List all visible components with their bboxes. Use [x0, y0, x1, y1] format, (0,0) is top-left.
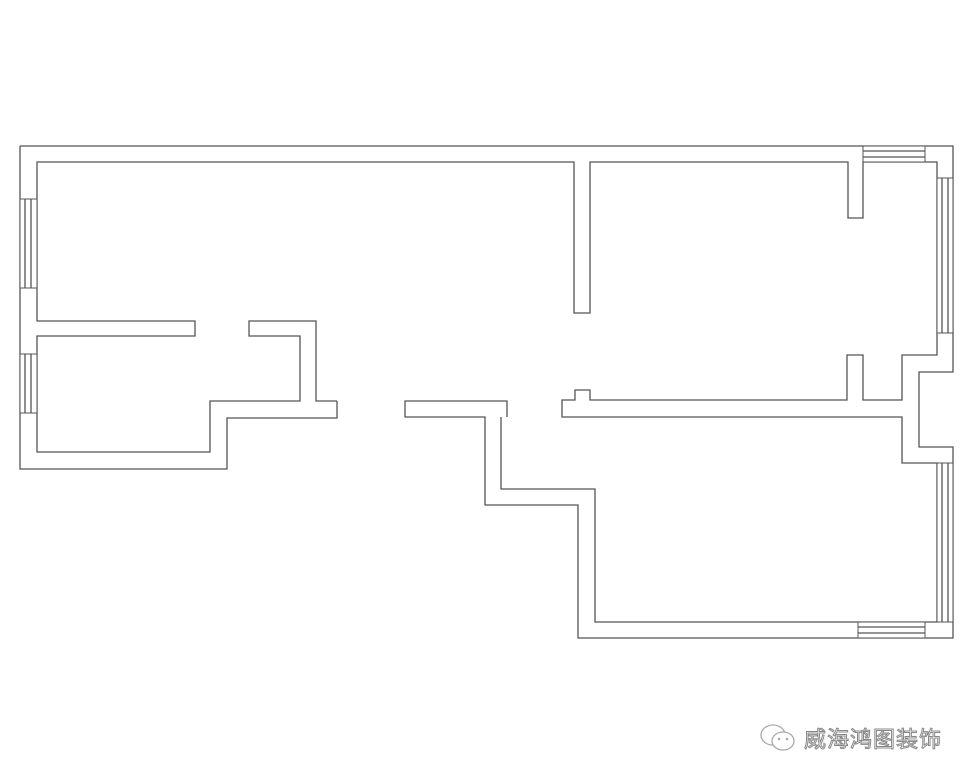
watermark: 威海鸿图装饰 — [758, 722, 942, 754]
window-bottom — [857, 621, 926, 639]
outer-wall-left — [19, 146, 338, 470]
wechat-icon — [760, 724, 795, 751]
corridor-wall — [36, 161, 938, 623]
watermark-text: 威海鸿图装饰 — [803, 728, 943, 754]
window-top-right — [862, 145, 926, 163]
window-right-upper — [936, 177, 954, 334]
window-left-lower — [19, 353, 38, 414]
outer-wall — [20, 145, 954, 639]
window-right-lower — [936, 462, 954, 623]
window-left-upper — [19, 198, 38, 289]
